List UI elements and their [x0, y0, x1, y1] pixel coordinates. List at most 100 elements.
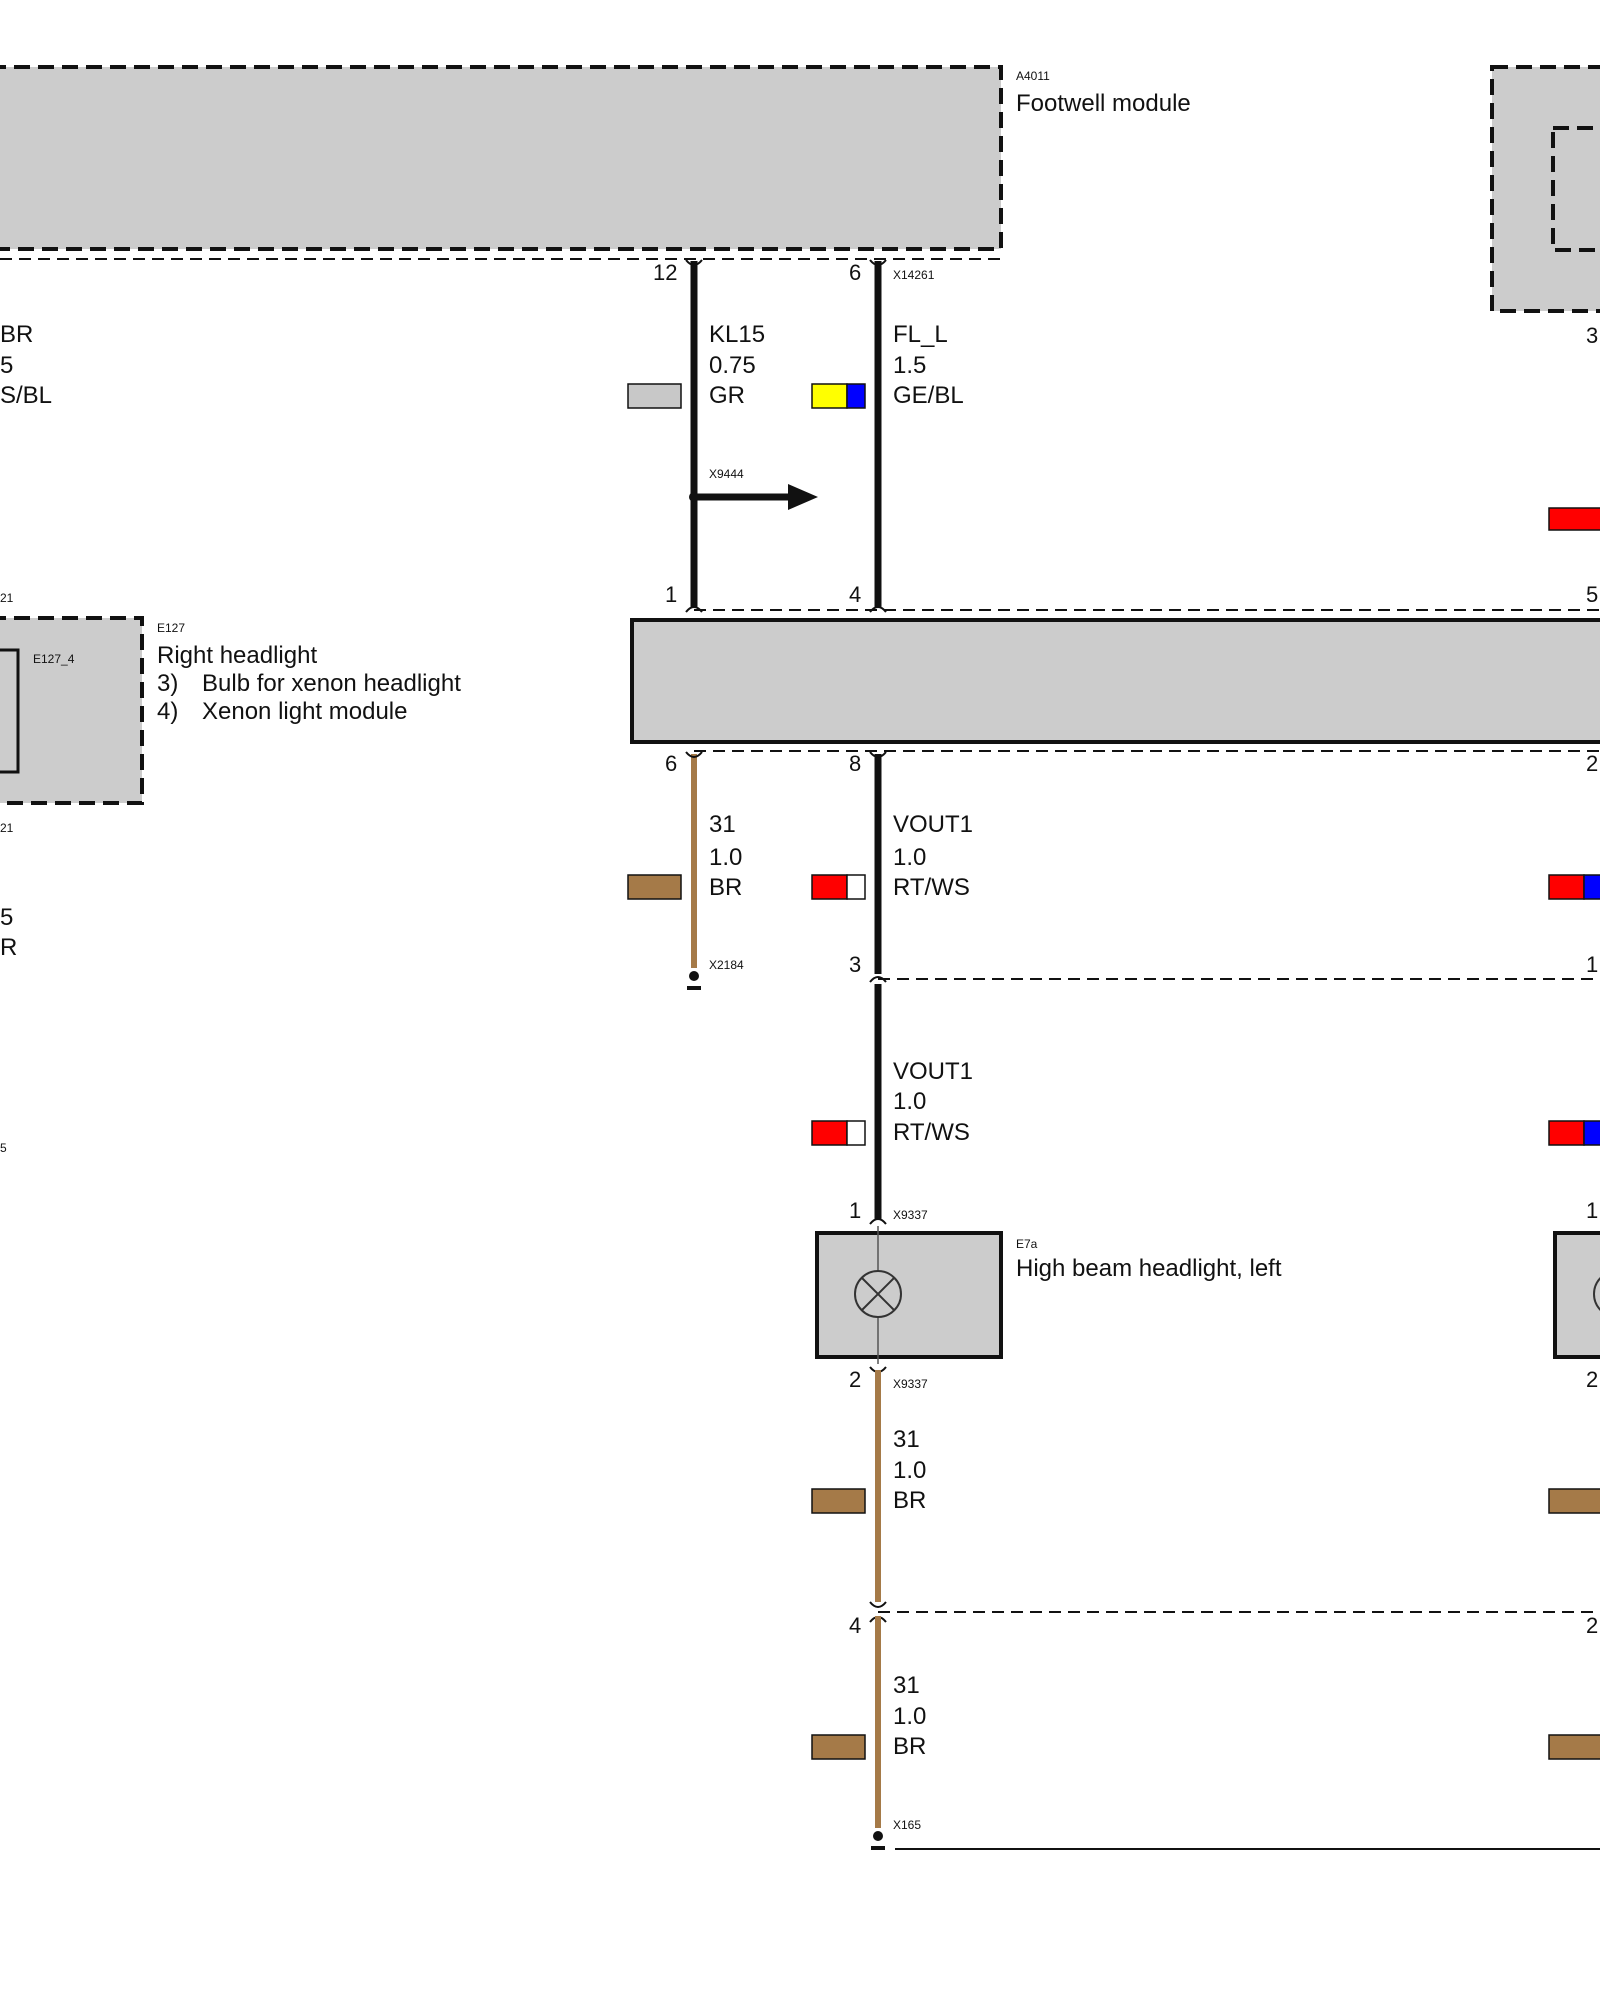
- wire-vout1-b-swatch-b: [846, 1120, 866, 1146]
- wire-vout1-a-signal: VOUT1: [893, 811, 973, 838]
- wire-fl-l-swatch-a: [811, 383, 848, 409]
- right-swatch-blue-b: [1583, 1120, 1600, 1146]
- mid-top-hook-4: [869, 606, 887, 613]
- ground-x2184-ref: X2184: [709, 958, 744, 972]
- splice-ref: X9444: [709, 467, 744, 481]
- ground-x2184-dot: [689, 971, 699, 981]
- left-wire-code: S/BL: [0, 382, 52, 409]
- pin-hb-right-1: 1: [1586, 1198, 1598, 1223]
- wire-vout1-b-gauge: 1.0: [893, 1088, 926, 1115]
- wire-vout1-a-swatch-b: [846, 874, 866, 900]
- pin-conn-2-right: 2: [1586, 1613, 1598, 1638]
- splice-arrow-head: [788, 484, 818, 510]
- right-headlight-title: Right headlight: [157, 642, 317, 669]
- right-headlight-partial-ref-top: 21: [0, 591, 14, 605]
- wire-vout1-b-color: RT/WS: [893, 1119, 970, 1146]
- footwell-connector-ref: X14261: [893, 268, 935, 282]
- pin-hb-2: 2: [849, 1367, 861, 1392]
- high-beam-left-title: High beam headlight, left: [1016, 1255, 1282, 1282]
- hb-connector-ref-1: X9337: [893, 1208, 928, 1222]
- wire-fl-l-swatch-b: [846, 383, 866, 409]
- right-swatch-blue-a: [1583, 874, 1600, 900]
- wire-ground-c-swatch: [811, 1734, 866, 1760]
- wire-ground-b-color: BR: [893, 1487, 926, 1514]
- wire-ground-b-signal: 31: [893, 1426, 920, 1453]
- right-swatch-red-b: [1548, 1120, 1585, 1146]
- high-beam-right-box[interactable]: [1553, 1231, 1600, 1359]
- wire-vout1-a-color: RT/WS: [893, 874, 970, 901]
- right-box-red-swatch: [1548, 507, 1600, 531]
- right-headlight-partial-ref-bottom: 21: [0, 821, 14, 835]
- pin-right-box-3: 3: [1586, 323, 1598, 348]
- wire-kl15-gauge: 0.75: [709, 352, 756, 379]
- wire-fl-l-top-hook: [869, 259, 887, 266]
- wire-ground-b-swatch: [811, 1488, 866, 1514]
- right-swatch-brown-c: [1548, 1734, 1600, 1760]
- pin-conn-3: 3: [849, 952, 861, 977]
- footwell-module-title: Footwell module: [1016, 90, 1191, 117]
- right-headlight-note-2: Xenon light module: [202, 698, 407, 725]
- right-headlight-note-num-1: 3): [157, 670, 178, 697]
- wire-fl-l-gauge: 1.5: [893, 352, 926, 379]
- right-headlight-ref: E127: [157, 621, 185, 635]
- pin-mid-top-4: 4: [849, 582, 861, 607]
- wire-fl-l-signal: FL_L: [893, 321, 948, 348]
- wire-kl15-signal: KL15: [709, 321, 765, 348]
- lamp-right-icon: [1593, 1277, 1600, 1311]
- wire-vout1-a-hook: [869, 751, 887, 758]
- ground-x165-dot: [873, 1831, 883, 1841]
- wire-kl15-swatch: [627, 383, 682, 409]
- right-swatch-red-a: [1548, 874, 1585, 900]
- wire-ground-b-gauge: 1.0: [893, 1457, 926, 1484]
- right-headlight-note-num-2: 4): [157, 698, 178, 725]
- high-beam-left-box[interactable]: [815, 1231, 1003, 1359]
- left-wire-color: BR: [0, 321, 33, 348]
- right-module-box[interactable]: [1490, 65, 1600, 313]
- right-headlight-sub-ref: E127_4: [33, 652, 75, 666]
- wire-ground-a-swatch: [627, 874, 682, 900]
- pin-hb-1: 1: [849, 1198, 861, 1223]
- wire-kl15-top-hook: [685, 259, 703, 266]
- pin-hb-right-2: 2: [1586, 1367, 1598, 1392]
- left-wire-gauge: 5: [0, 352, 13, 379]
- footwell-module-box[interactable]: [0, 65, 1003, 251]
- right-headlight-box[interactable]: [0, 616, 144, 805]
- hb-connector-ref-2: X9337: [893, 1377, 928, 1391]
- right-headlight-inner: [0, 648, 20, 774]
- wire-vout1-a-swatch-a: [811, 874, 848, 900]
- wire-ground-a-hook: [685, 751, 703, 758]
- wire-kl15-color: GR: [709, 382, 745, 409]
- wire-vout1-b-signal: VOUT1: [893, 1058, 973, 1085]
- wire-ground-c-gauge: 1.0: [893, 1703, 926, 1730]
- lamp-icon: [854, 1270, 902, 1318]
- left-wire-color-2: R: [0, 934, 17, 961]
- hb-pin1-hook: [869, 1218, 887, 1225]
- wire-vout1-a-gauge: 1.0: [893, 844, 926, 871]
- wire-ground-a-color: BR: [709, 874, 742, 901]
- high-beam-left-ref: E7a: [1016, 1237, 1038, 1251]
- right-headlight-note-1: Bulb for xenon headlight: [202, 670, 461, 697]
- mid-top-hook-1: [685, 606, 703, 613]
- pin-mid-bot-2: 2: [1586, 751, 1598, 776]
- pin-mid-bot-8: 8: [849, 751, 861, 776]
- ground-x165-ref: X165: [893, 1818, 921, 1832]
- pin-mid-top-1: 1: [665, 582, 677, 607]
- footwell-module-ref: A4011: [1016, 69, 1050, 83]
- pin-fm-12: 12: [653, 260, 677, 285]
- wire-ground-a-signal: 31: [709, 811, 736, 838]
- left-wire-gauge-2: 5: [0, 904, 13, 931]
- right-module-inner: [1551, 126, 1600, 252]
- mid-module-box[interactable]: [630, 618, 1600, 744]
- wire-vout1-b-swatch-a: [811, 1120, 848, 1146]
- vout-connector-hook: [869, 976, 887, 983]
- gnd-connector-hook-top: [869, 1601, 887, 1608]
- left-wire-gauge-3: 5: [0, 1141, 7, 1155]
- pin-conn-1-right: 1: [1586, 952, 1598, 977]
- pin-mid-bot-6: 6: [665, 751, 677, 776]
- wire-ground-c-signal: 31: [893, 1672, 920, 1699]
- right-swatch-brown-b: [1548, 1488, 1600, 1514]
- pin-conn-4: 4: [849, 1613, 861, 1638]
- pin-fm-6: 6: [849, 260, 861, 285]
- wire-fl-l-color: GE/BL: [893, 382, 964, 409]
